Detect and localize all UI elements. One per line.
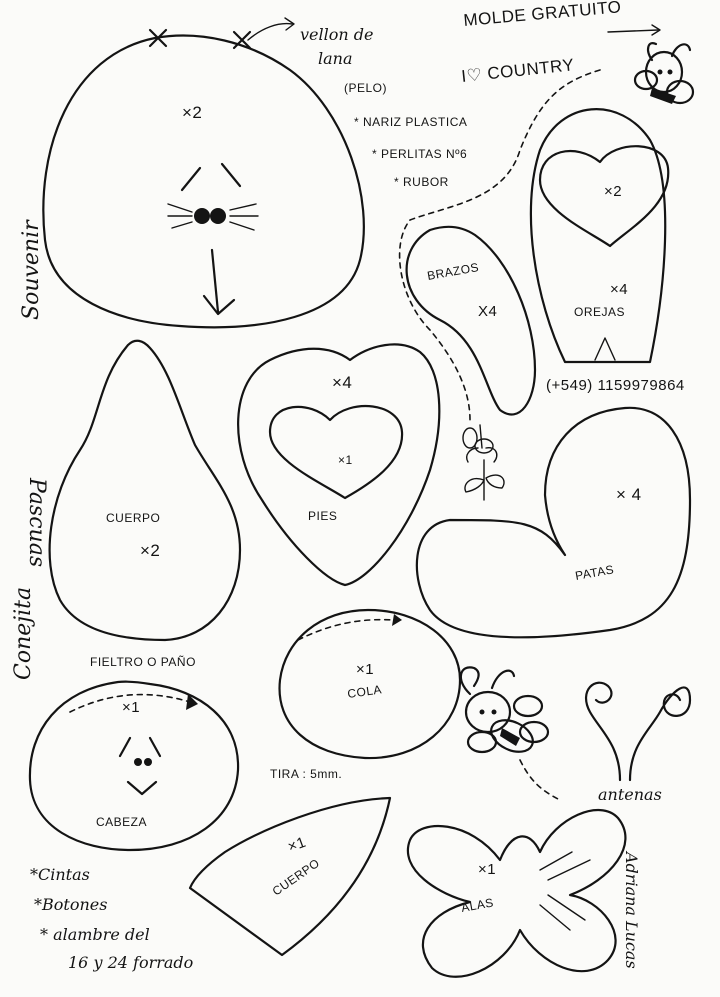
brand-logo-text: I♡ COUNTRY	[460, 55, 575, 86]
ears-count: ×4	[610, 281, 628, 298]
cone-body-piece	[188, 796, 392, 957]
cone-label: CUERPO	[270, 856, 323, 899]
side-word-conejita: Conejita	[11, 587, 36, 680]
antennas-label: antenas	[598, 785, 662, 804]
hair-note: vellon de lana (PELO)	[300, 25, 387, 95]
side-word-souvenir: Souvenir	[19, 219, 44, 320]
side-vertical-text: Souvenir Pascuas Conejita	[11, 219, 49, 680]
supply-item: * NARIZ PLASTICA	[354, 115, 467, 129]
arms-label: BRAZOS	[426, 260, 480, 283]
material-note: FIELTRO O PAÑO	[90, 655, 196, 669]
cone-count: ×1	[286, 834, 309, 856]
wings-count: ×1	[478, 861, 496, 878]
head-piece	[42, 17, 365, 329]
supply-bottom-item: *Botones	[34, 895, 107, 914]
tail-label: COLA	[346, 682, 382, 701]
paw-piece	[415, 406, 692, 639]
supply-item: * RUBOR	[394, 175, 449, 189]
ear-piece	[529, 108, 670, 364]
hair-note-line1: vellon de	[300, 25, 373, 44]
ears-label: OREJAS	[574, 305, 625, 319]
bee-flight-path	[398, 69, 601, 421]
feet-inner-count: ×1	[338, 453, 353, 467]
supply-bottom-item: *Cintas	[30, 865, 90, 884]
tail-count: ×1	[356, 661, 374, 678]
feet-piece	[237, 343, 441, 587]
signature: Adriana Lucas	[622, 850, 641, 969]
strip-note: TIRA : 5mm.	[270, 767, 342, 781]
head-count: ×2	[182, 103, 202, 122]
tail-piece	[278, 608, 462, 760]
body-label: CUERPO	[106, 511, 160, 525]
hair-note-line2: lana	[318, 49, 353, 68]
arms-count: X4	[478, 303, 497, 320]
body-piece	[48, 339, 242, 642]
paws-count: × 4	[616, 485, 642, 504]
side-word-pascuas: Pascuas	[24, 477, 49, 567]
supplies-bottom: *Cintas *Botones * alambre del 16 y 24 f…	[30, 865, 193, 972]
supplies-top: * NARIZ PLASTICA * PERLITAS Nº6 * RUBOR	[354, 115, 467, 189]
antenna-spirals	[584, 681, 692, 782]
phone-number: (+549) 1159979864	[546, 377, 685, 394]
hair-note-line3: (PELO)	[344, 81, 387, 95]
supply-item: * PERLITAS Nº6	[372, 147, 467, 161]
page-title: MOLDE GRATUITO	[463, 0, 623, 30]
wings-label: ALAS	[460, 895, 495, 914]
head-small-count: ×1	[122, 699, 140, 716]
supply-bottom-item: 16 y 24 forrado	[68, 953, 193, 972]
ear-heart-count: ×2	[604, 183, 622, 200]
wings-piece	[406, 808, 627, 978]
body-count: ×2	[140, 541, 160, 560]
bee-illustration-middle	[459, 666, 561, 801]
arm-piece	[405, 225, 537, 416]
paws-label: PATAS	[574, 562, 615, 583]
feet-count: ×4	[332, 373, 352, 392]
bee-illustration-top	[633, 42, 695, 105]
supply-bottom-item: * alambre del	[40, 925, 150, 944]
head-small-piece	[28, 680, 240, 852]
head-small-label: CABEZA	[96, 815, 147, 829]
feet-label: PIES	[308, 509, 337, 523]
flower-illustration	[462, 424, 505, 501]
